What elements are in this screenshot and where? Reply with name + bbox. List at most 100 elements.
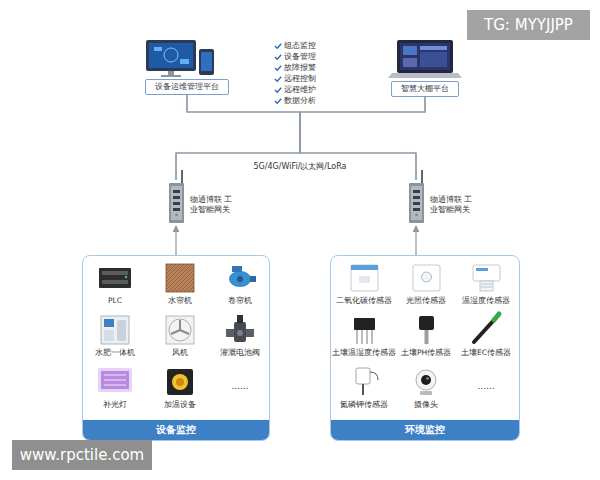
gateway-icon (173, 208, 180, 211)
roller-motor-icon (229, 266, 256, 287)
check-marks (275, 44, 281, 49)
platform-box: 智慧大棚平台 (391, 81, 459, 97)
gateway-icon (413, 196, 420, 199)
co2-sensor-icon (359, 276, 370, 283)
soil-temp-humidity-sensor-icon (354, 318, 375, 330)
laptop-icon (388, 73, 462, 78)
device-item: 二氧化碳传感器 (336, 296, 392, 306)
gateway-icon (409, 183, 424, 223)
monitor-icon (168, 71, 174, 75)
soil-ec-sensor-icon (474, 320, 494, 342)
check-marks (275, 55, 281, 60)
device-item: 风机 (172, 348, 188, 358)
device-item: 温湿度传感器 (462, 296, 510, 306)
gateway-icon (413, 190, 420, 193)
roller-motor-icon (232, 266, 242, 272)
camera-icon (421, 375, 431, 385)
valve-icon (234, 322, 246, 342)
feature-item: 远程维护 (284, 85, 316, 95)
connector (187, 95, 416, 180)
device-item: 土壤PH传感器 (401, 348, 451, 358)
laptop-icon (403, 46, 417, 55)
valve-icon (237, 330, 243, 336)
soil-ec-sensor-icon (494, 314, 499, 320)
connector (415, 226, 416, 255)
valve-icon (237, 315, 243, 323)
monitor-icon (180, 59, 189, 64)
heater-icon (172, 374, 188, 390)
co2-sensor-icon (351, 265, 378, 270)
device-name: 风机 (172, 348, 188, 358)
monitor-icon (146, 40, 196, 71)
plc-icon (102, 280, 128, 284)
feature-item: 故障报警 (284, 63, 316, 73)
gateway-icon (181, 170, 183, 183)
temp-humidity-sensor-icon (473, 265, 500, 291)
device-item: 灌溉电池阀 (220, 348, 260, 358)
device-name: 摄像头 (414, 400, 438, 410)
device-name: 二氧化碳传感器 (336, 296, 392, 306)
temp-humidity-sensor-icon (481, 284, 492, 287)
laptop-icon (388, 40, 462, 78)
gateway-box: 物通博联 工业智能网关 (166, 180, 242, 226)
gateway-name: 物通博联 工业智能网关 (430, 195, 480, 215)
camera-icon (416, 370, 436, 390)
laptop-icon (420, 52, 447, 67)
curtain-machine-icon (166, 264, 194, 292)
fertigation-machine-icon (101, 316, 129, 344)
fertigation-machine-icon (101, 316, 129, 344)
device-item: 氮磷钾传感器 (340, 400, 388, 410)
gateway-icon (173, 202, 180, 205)
device-item: 摄像头 (414, 400, 438, 410)
plc-icon (99, 268, 131, 288)
heater-icon (167, 369, 193, 395)
light-sensor-icon (422, 272, 432, 282)
monitor-icon (164, 48, 178, 62)
valve-icon (226, 329, 254, 337)
device-name: 水帘机 (168, 296, 192, 306)
temp-humidity-sensor-icon (473, 265, 500, 281)
device-name: 灌溉电池阀 (220, 348, 260, 358)
device-item: 卷帘机 (228, 296, 252, 306)
grow-light-icon (98, 368, 132, 392)
roller-motor-icon (250, 276, 256, 282)
connector (175, 226, 176, 255)
npk-sensor-icon (362, 384, 364, 395)
feature-item: 设备管理 (284, 52, 316, 62)
check-marks (275, 99, 281, 104)
monitor-icon (146, 40, 196, 77)
light-sensor-icon (413, 265, 440, 291)
soil-ph-sensor-icon (419, 316, 434, 330)
fertigation-machine-icon (117, 320, 126, 341)
panel-title-bar: 设备监控 (83, 420, 269, 440)
watermark: www.rpctile.com (12, 440, 152, 470)
platform-name: 设备运维管理平台 (155, 82, 219, 92)
monitor-icon (149, 43, 193, 68)
device-name: 补光灯 (103, 400, 127, 410)
check-marks (275, 77, 281, 82)
monitor-panel: 设备监控PLC水帘机卷帘机水肥一体机风机灌溉电池阀补光灯加温设备 (82, 255, 270, 441)
gateway-icon (175, 214, 177, 216)
gateway-box: 物通博联 工业智能网关 (406, 180, 482, 226)
feature-item: 组态监控 (284, 41, 316, 51)
plc-icon (125, 276, 127, 278)
device-item: 光照传感器 (406, 296, 446, 306)
laptop-icon (400, 43, 450, 70)
monitor-panel: 环境监控二氧化碳传感器光照传感器温湿度传感器土壤温湿度传感器土壤PH传感器土壤E… (330, 255, 520, 441)
gateway-icon (411, 186, 422, 220)
device-name: 卷帘机 (228, 296, 252, 306)
soil-temp-humidity-sensor-icon (357, 330, 372, 344)
heater-icon (176, 378, 184, 386)
fan-icon (169, 319, 191, 341)
gateway-icon (413, 202, 420, 205)
gateway-icon (413, 208, 420, 211)
fertigation-machine-icon (104, 319, 114, 327)
light-sensor-icon (413, 265, 440, 291)
laptop-icon (397, 40, 453, 73)
phone-icon (199, 49, 214, 75)
soil-ph-sensor-icon (419, 316, 434, 344)
fan-icon (171, 320, 189, 334)
monitor-icon (161, 75, 181, 77)
network-label: 5G/4G/WiFi/以太网/LoRa (251, 162, 348, 172)
fertigation-machine-icon (104, 330, 114, 341)
